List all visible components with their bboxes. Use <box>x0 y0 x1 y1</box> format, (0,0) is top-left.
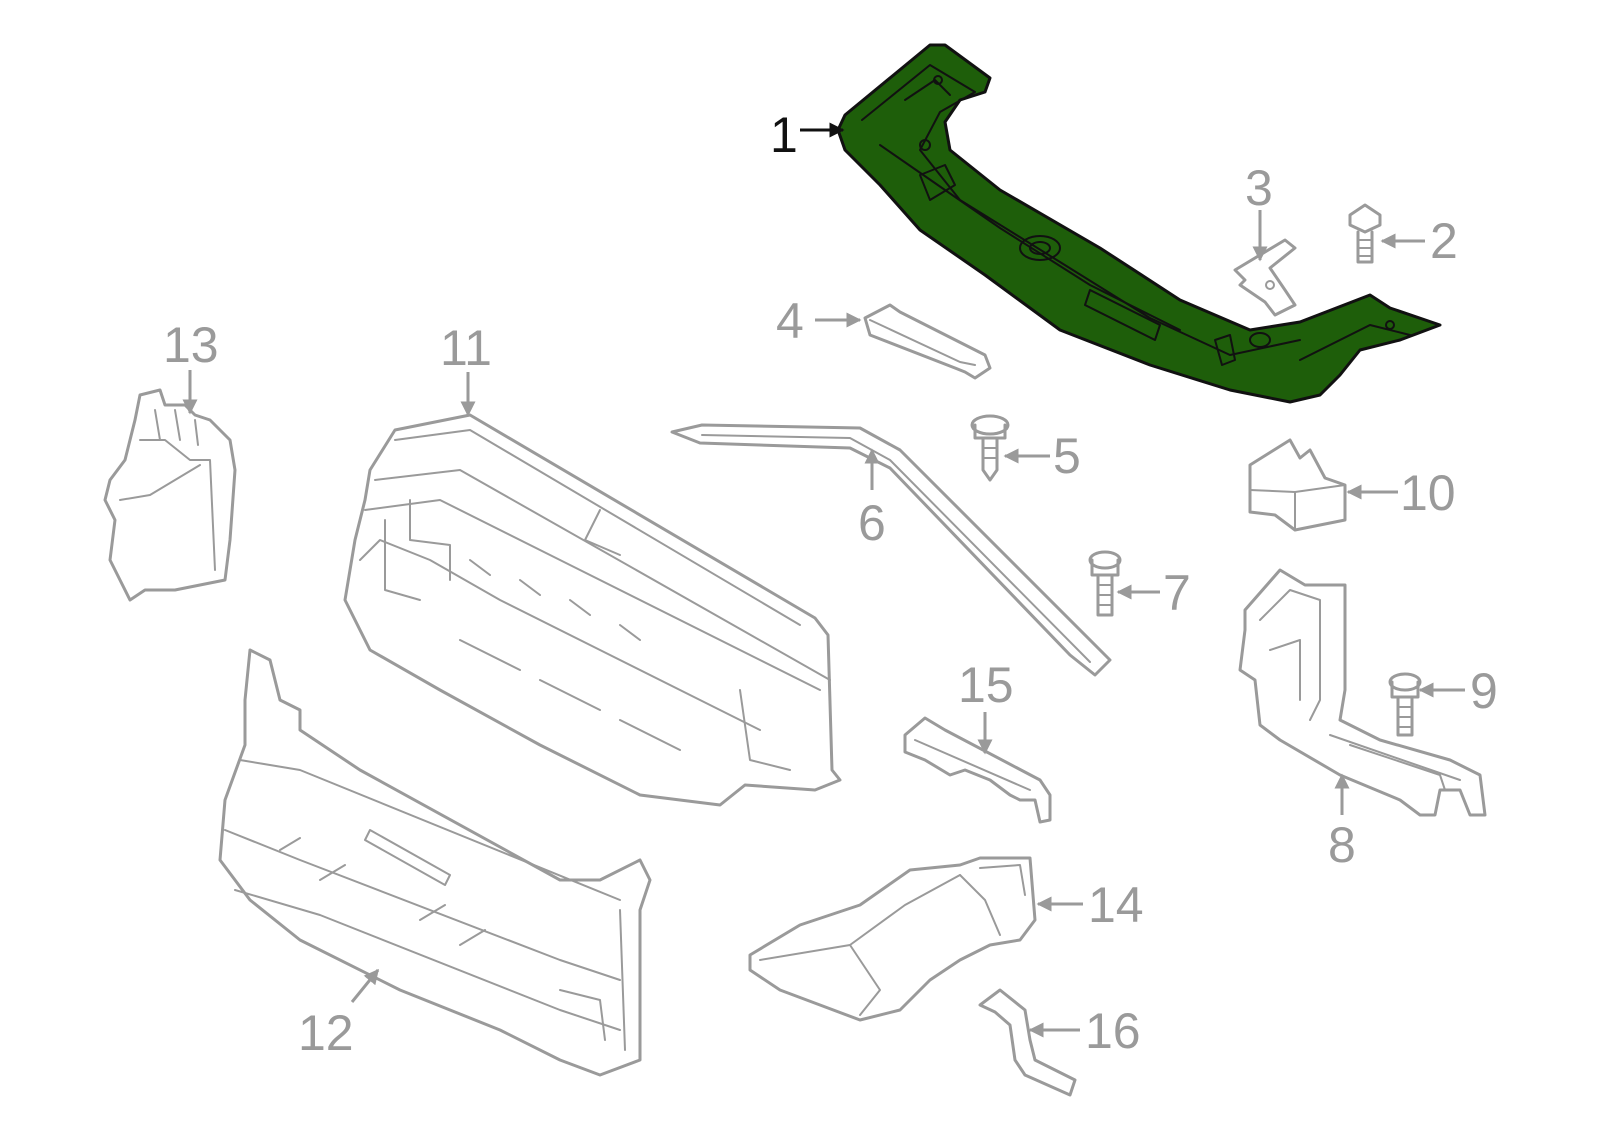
leader-12 <box>350 968 380 1003</box>
callout-9: 9 <box>1470 663 1498 719</box>
callout-10: 10 <box>1400 465 1456 521</box>
part-3-bracket[interactable] <box>1233 238 1297 317</box>
part-13-deflector[interactable] <box>103 388 237 602</box>
callout-7: 7 <box>1163 565 1191 621</box>
part-10-block[interactable] <box>1248 438 1347 532</box>
part-9-bolt[interactable] <box>1388 672 1422 737</box>
callout-8: 8 <box>1328 817 1356 873</box>
part-11-shroud[interactable] <box>343 413 842 807</box>
callout-16: 16 <box>1085 1003 1141 1059</box>
callout-3: 3 <box>1245 160 1273 216</box>
part-12-air-duct[interactable] <box>218 648 652 1077</box>
part-6-strut[interactable] <box>670 423 1112 677</box>
callout-6: 6 <box>858 495 886 551</box>
callout-1: 1 <box>770 107 798 163</box>
callout-4: 4 <box>776 293 804 349</box>
callout-15: 15 <box>958 657 1014 713</box>
part-4-slider[interactable] <box>863 303 992 380</box>
part-1-carrier[interactable] <box>836 43 1442 404</box>
part-14-duct[interactable] <box>748 856 1037 1022</box>
part-2-bolt[interactable] <box>1348 203 1382 264</box>
callout-11: 11 <box>440 320 492 376</box>
callout-14: 14 <box>1088 877 1144 933</box>
part-8-side-bracket[interactable] <box>1238 568 1487 817</box>
part-7-bolt[interactable] <box>1088 550 1122 617</box>
part-16-hook-bracket[interactable] <box>978 988 1077 1097</box>
part-15-bracket[interactable] <box>903 716 1052 824</box>
callout-5: 5 <box>1053 428 1081 484</box>
callout-2: 2 <box>1430 213 1458 269</box>
part-5-screw[interactable] <box>970 414 1010 482</box>
callout-13: 13 <box>163 317 219 373</box>
callout-12: 12 <box>298 1005 354 1061</box>
